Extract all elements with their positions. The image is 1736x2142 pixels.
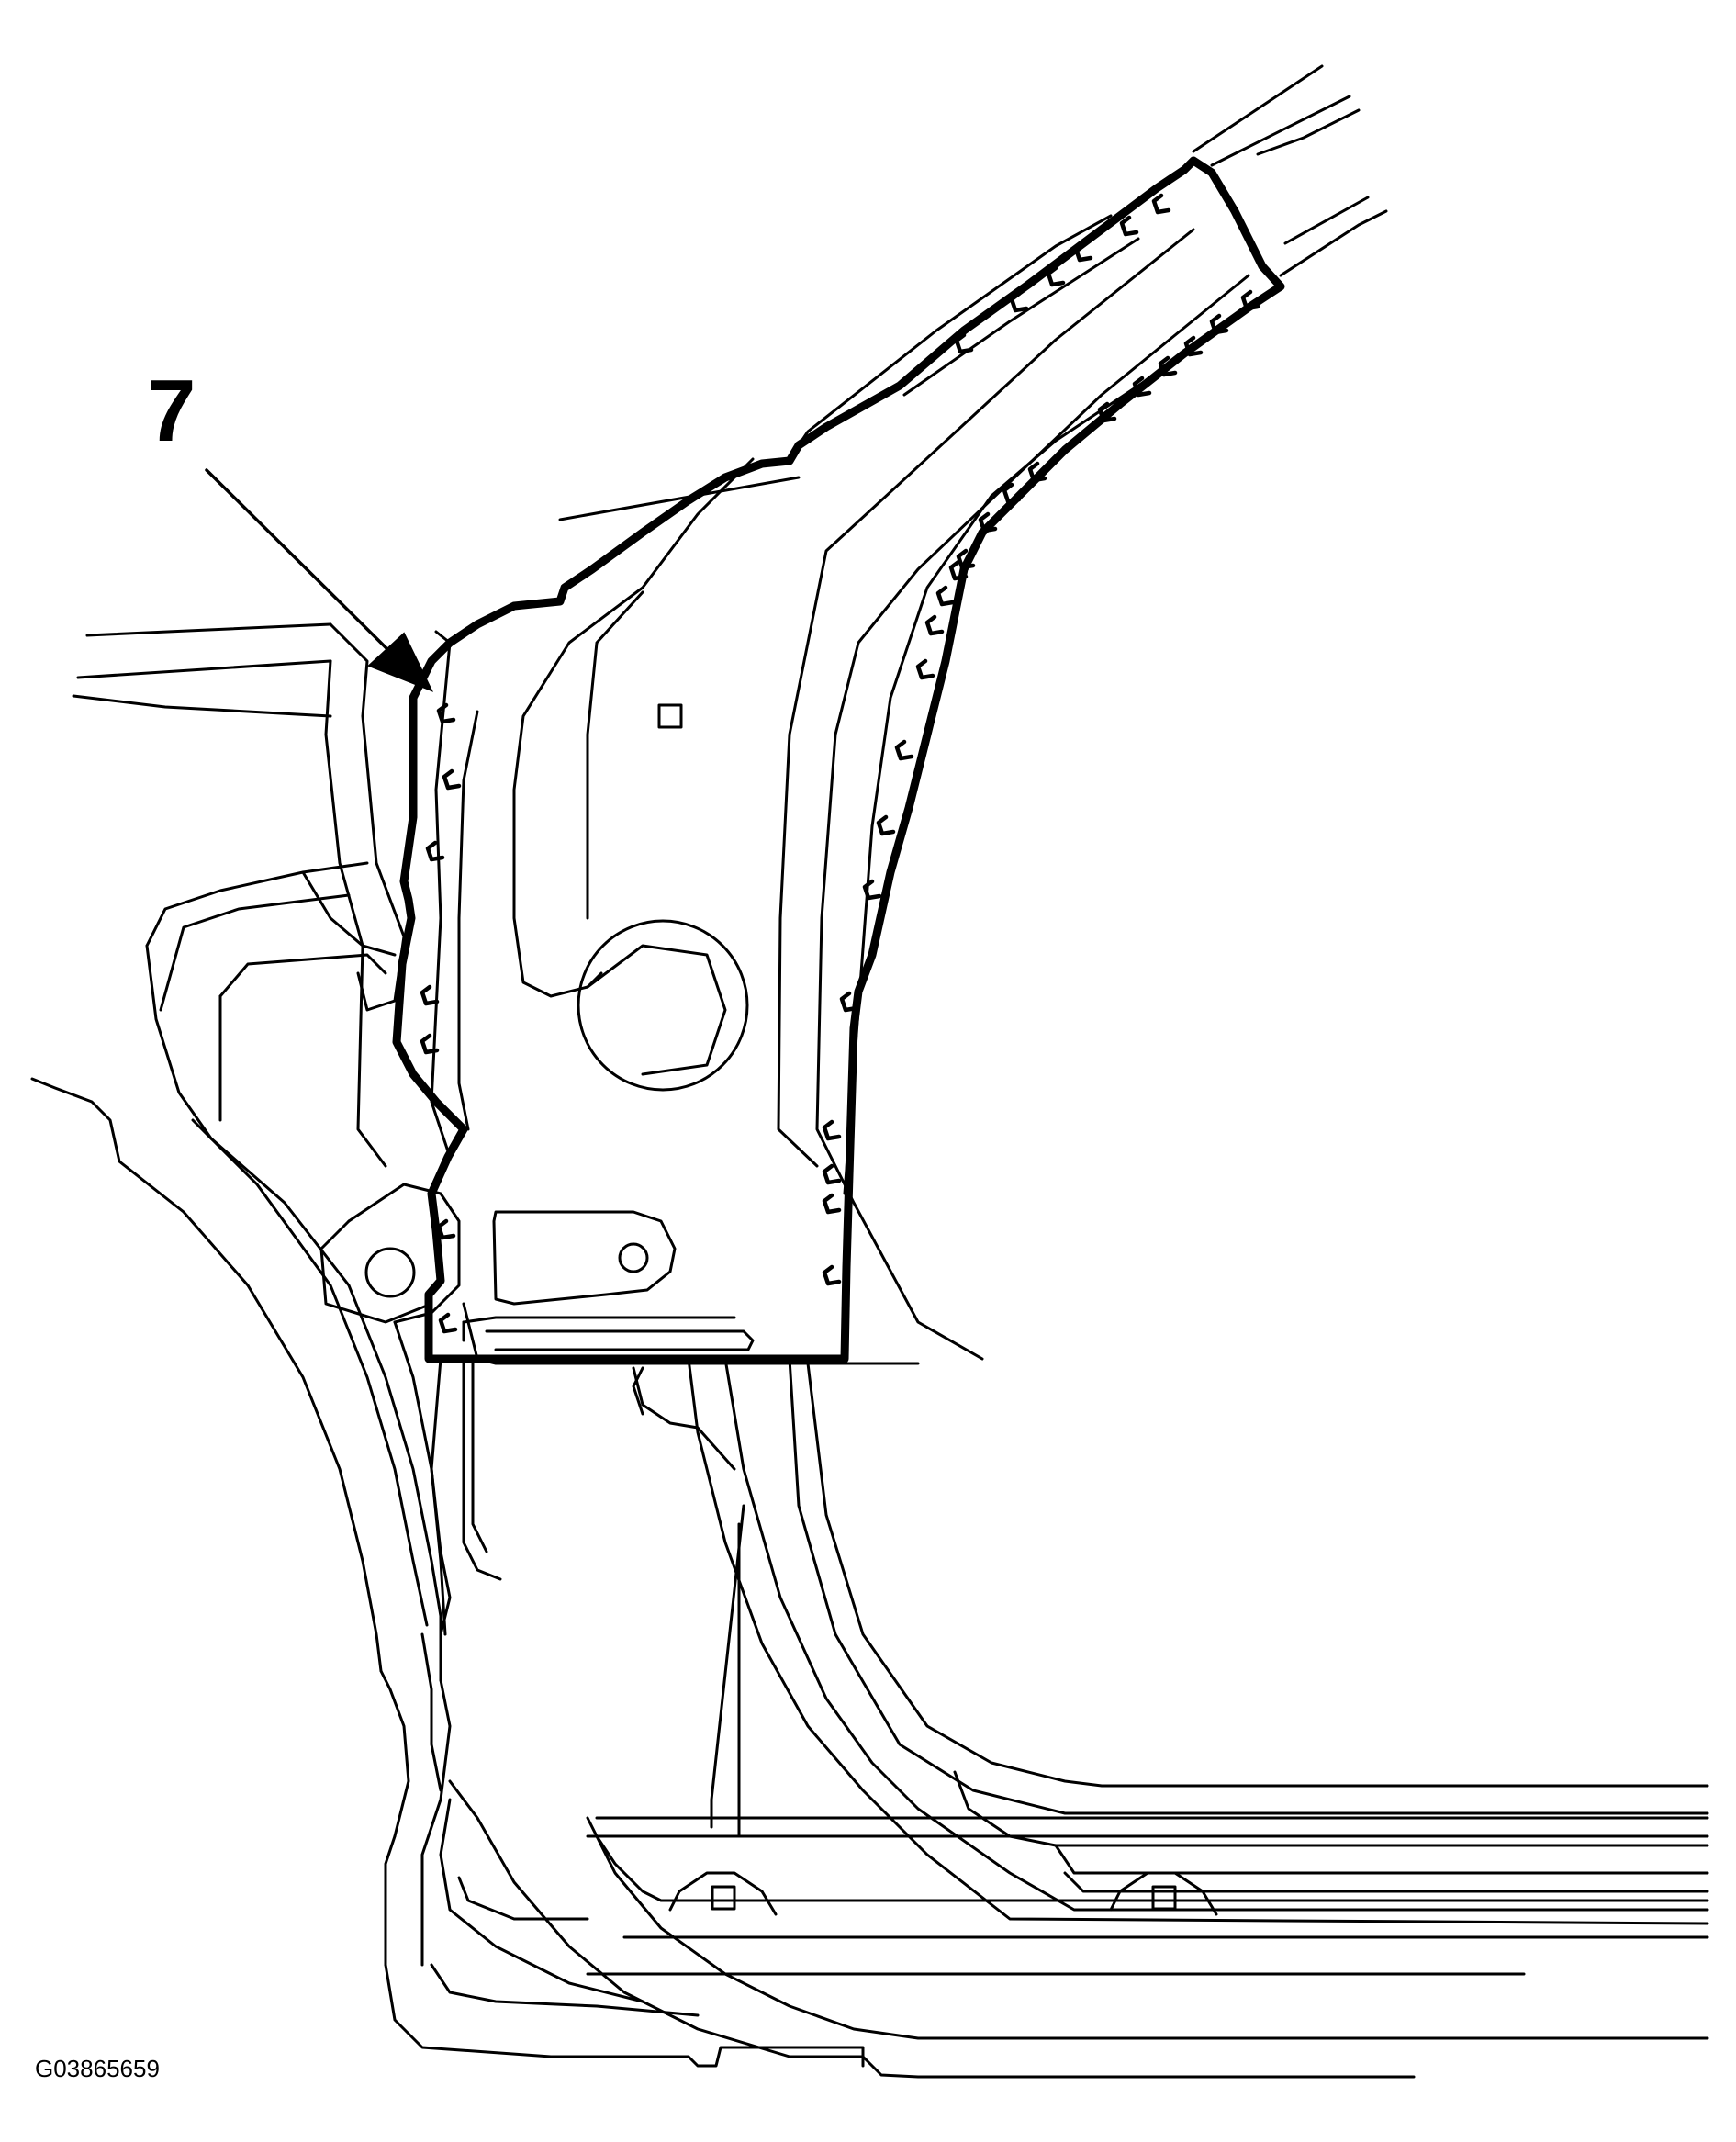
callout-leader bbox=[205, 468, 434, 692]
callout-number: 7 bbox=[147, 362, 196, 460]
spot-weld-marks bbox=[420, 193, 1260, 1334]
rocker-sill-lines bbox=[384, 1357, 1709, 2079]
figure-code: G03865659 bbox=[35, 2055, 160, 2082]
front-bolt-hole bbox=[364, 1247, 416, 1298]
front-structure-lines bbox=[30, 476, 801, 1967]
section-7-cut-outline bbox=[392, 156, 1285, 1363]
leader-arrowhead bbox=[367, 632, 434, 692]
